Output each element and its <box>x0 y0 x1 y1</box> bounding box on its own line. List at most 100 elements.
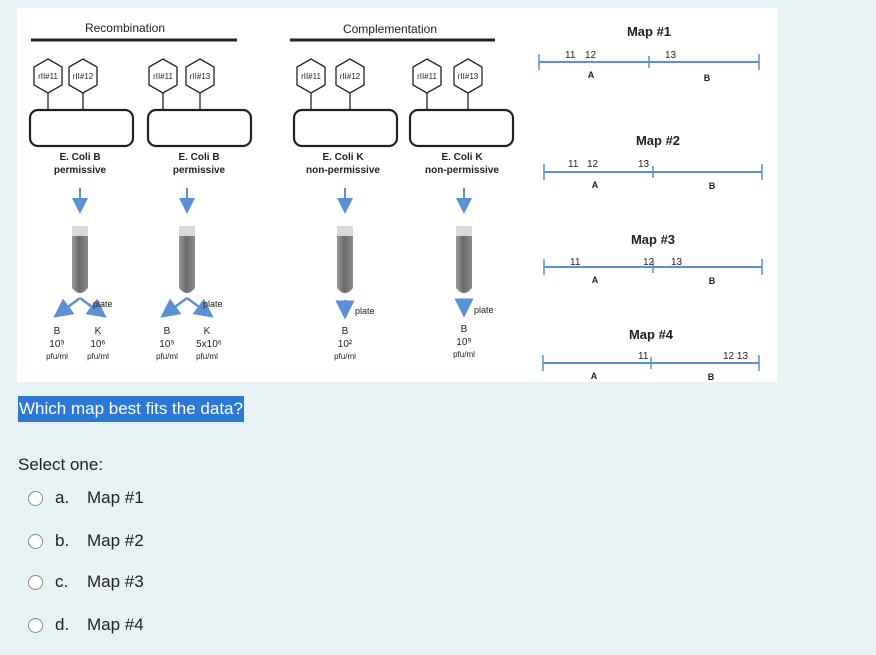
radio-button[interactable] <box>28 617 43 633</box>
map-marker-label: 12 <box>643 257 655 268</box>
test-tube <box>179 226 195 293</box>
phage-hexagon: rII#11 <box>33 58 63 94</box>
map-gene-a: A <box>588 70 595 80</box>
host-cells <box>28 108 515 148</box>
result-b-unit: pfu/ml <box>156 352 178 361</box>
test-tube <box>337 226 353 293</box>
option-letter: c. <box>55 572 69 591</box>
phage-hexagon: rII#13 <box>453 58 483 94</box>
host-name: E. Coli K <box>322 152 364 163</box>
radio-button[interactable] <box>28 490 43 506</box>
option-label: Map #4 <box>87 615 144 634</box>
map-marker-label: 13 <box>671 257 683 268</box>
result-b-unit: pfu/ml <box>334 352 356 361</box>
phage-label: rII#11 <box>38 72 58 81</box>
down-arrows <box>72 188 472 214</box>
result-b-unit: pfu/ml <box>46 352 68 361</box>
phage-label: rII#13 <box>190 72 211 81</box>
test-tube <box>456 226 472 293</box>
result-b-label: B <box>54 326 61 337</box>
result-k-unit: pfu/ml <box>196 352 218 361</box>
map-marker-label: 11 <box>570 257 581 268</box>
figure-svg: Recombination Complementation rII#11 rII… <box>28 21 763 382</box>
result-k-label: K <box>204 326 211 337</box>
result-b-value: 10⁹ <box>456 337 471 348</box>
option-c[interactable]: c. Map #3 <box>28 569 144 595</box>
host-type: permissive <box>173 165 226 176</box>
map-4: Map #4 11 12 13 A B <box>542 327 760 382</box>
map-title: Map #3 <box>631 232 675 247</box>
option-d[interactable]: d. Map #4 <box>28 612 144 638</box>
complementation-title: Complementation <box>343 22 437 36</box>
host-name: E. Coli K <box>441 152 483 163</box>
map-title: Map #4 <box>629 327 674 342</box>
map-gene-b: B <box>709 181 716 191</box>
question-text: Which map best fits the data? <box>18 396 244 422</box>
genetic-maps: Map #1 11 12 13 A B Map #2 11 12 13 A B <box>538 24 763 382</box>
result-b-label: B <box>164 326 171 337</box>
phage-tails <box>47 93 469 110</box>
host-name: E. Coli B <box>59 152 100 163</box>
phage-label: rII#11 <box>301 72 321 81</box>
map-marker-label: 12 <box>585 50 597 61</box>
result-k-unit: pfu/ml <box>87 352 109 361</box>
result-k-label: K <box>95 326 102 337</box>
test-tubes <box>72 226 472 293</box>
host-type: non-permissive <box>306 165 380 176</box>
host-labels: E. Coli B permissive E. Coli B permissiv… <box>54 152 500 176</box>
recombination-title: Recombination <box>85 21 165 35</box>
plate-label: plate <box>203 299 223 309</box>
plate-label: plate <box>474 305 494 315</box>
phage-label: rII#11 <box>417 72 437 81</box>
split-arrows <box>53 297 474 320</box>
result-b-unit: pfu/ml <box>453 350 475 359</box>
experiment-figure: Recombination Complementation rII#11 rII… <box>17 8 777 382</box>
result-b-label: B <box>342 326 349 337</box>
map-marker-label: 12 13 <box>723 351 748 362</box>
map-gene-a: A <box>592 275 599 285</box>
map-marker-label: 13 <box>665 50 677 61</box>
map-marker-label: 11 <box>565 50 576 61</box>
option-letter: a. <box>55 488 70 507</box>
phage-label: rII#13 <box>458 72 479 81</box>
phage-label: rII#12 <box>340 72 361 81</box>
map-title: Map #1 <box>627 24 671 39</box>
phage-label: rII#11 <box>153 72 173 81</box>
phage-hexagon: rII#13 <box>185 58 215 94</box>
map-marker-label: 13 <box>638 159 650 170</box>
phage-hexagon: rII#12 <box>68 58 98 94</box>
plate-label: plate <box>93 299 113 309</box>
map-3: Map #3 11 12 13 A B <box>543 232 763 286</box>
radio-button[interactable] <box>28 574 43 590</box>
map-title: Map #2 <box>636 133 680 148</box>
radio-button[interactable] <box>28 533 43 549</box>
map-2: Map #2 11 12 13 A B <box>543 133 763 191</box>
result-b-value: 10² <box>338 339 353 350</box>
map-gene-a: A <box>592 180 599 190</box>
result-k-value: 10⁶ <box>90 339 105 350</box>
map-marker-label: 12 <box>587 159 599 170</box>
phage-row: rII#11 rII#12 rII#11 rII#13 rII#11 rII#1… <box>33 58 483 94</box>
result-b-value: 10⁹ <box>49 339 64 350</box>
option-label: Map #1 <box>87 488 144 507</box>
option-a[interactable]: a. Map #1 <box>28 485 144 511</box>
map-marker-label: 11 <box>568 159 579 170</box>
option-letter: b. <box>55 531 70 550</box>
map-gene-b: B <box>709 276 716 286</box>
host-name: E. Coli B <box>178 152 219 163</box>
map-marker-label: 11 <box>638 351 649 362</box>
result-b-value: 10⁹ <box>159 339 174 350</box>
result-k-value: 5x10⁶ <box>196 339 222 350</box>
test-tube <box>72 226 88 293</box>
option-letter: d. <box>55 615 70 634</box>
map-gene-b: B <box>708 372 715 382</box>
plate-label: plate <box>355 306 375 316</box>
option-b[interactable]: b. Map #2 <box>28 528 144 554</box>
map-1: Map #1 11 12 13 A B <box>538 24 760 83</box>
results: B K 10⁹ 10⁶ pfu/ml pfu/ml B K 10⁹ 5x10⁶ … <box>46 324 475 361</box>
map-gene-b: B <box>704 73 711 83</box>
phage-hexagon: rII#12 <box>335 58 365 94</box>
phage-hexagon: rII#11 <box>412 58 442 94</box>
plate-labels: plate plate plate plate <box>93 299 494 316</box>
option-label: Map #3 <box>87 572 144 591</box>
